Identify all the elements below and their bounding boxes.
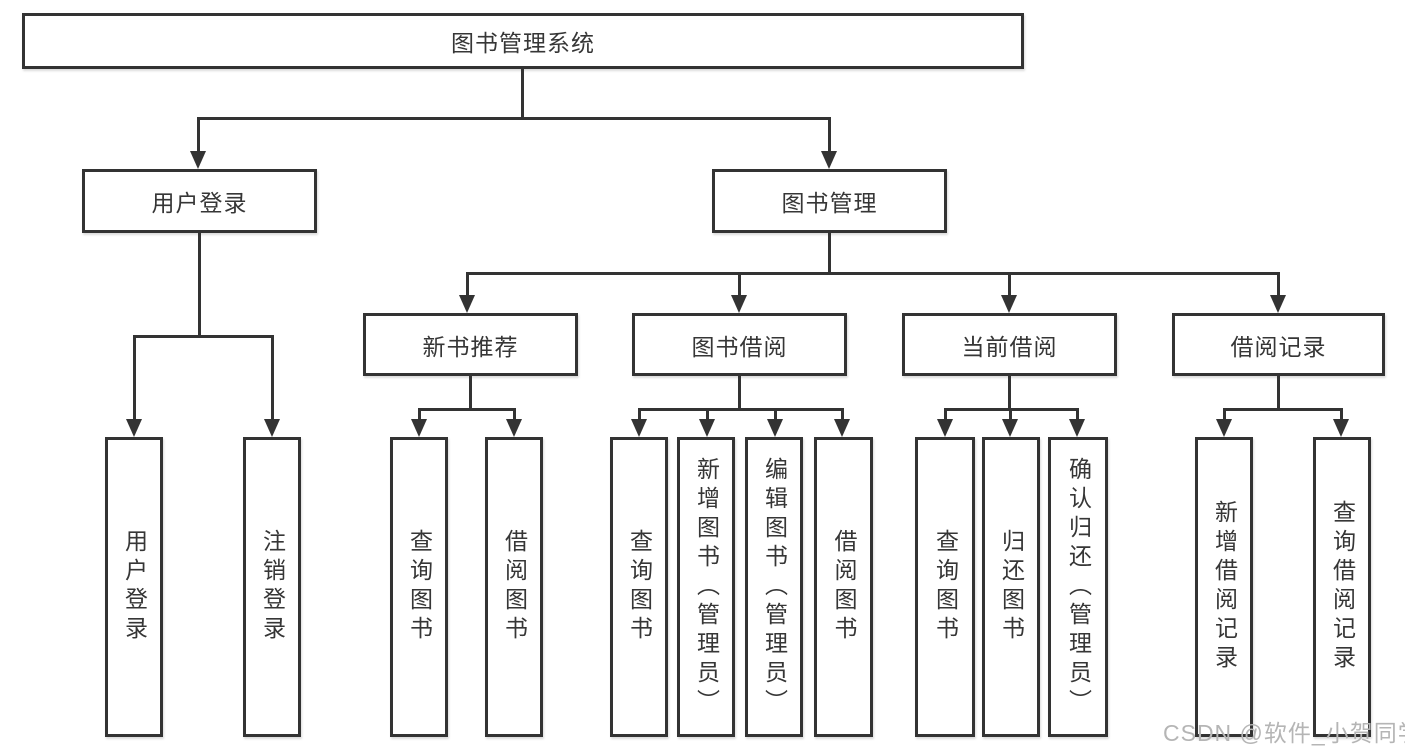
node-user-login: 用户登录 [82, 169, 317, 233]
leaf-label: 借阅图书 [501, 529, 528, 645]
leaf-add-borrow-record: 新增借阅记录 [1195, 437, 1253, 737]
connector-bus [638, 408, 844, 411]
leaf-label: 借阅图书 [831, 529, 857, 645]
connector-user-login-drop [197, 117, 200, 151]
connector-stem [469, 376, 472, 410]
arrowhead-icon [937, 419, 953, 437]
arrowhead-icon [1001, 295, 1017, 313]
leaf-borrow-books: 借阅图书 [814, 437, 873, 737]
arrowhead-icon [631, 419, 647, 437]
connector-level3-drop [466, 272, 469, 295]
leaf-query-books: 查询图书 [915, 437, 975, 737]
leaf-return-books: 归还图书 [982, 437, 1040, 737]
connector-level3-bus [466, 272, 1280, 275]
node-book-management: 图书管理 [712, 169, 947, 233]
connector-stem [1008, 376, 1011, 410]
connector-level3-drop [738, 272, 741, 295]
leaf-label: 查询图书 [626, 529, 653, 645]
arrowhead-icon [1270, 295, 1286, 313]
csdn-watermark: CSDN @软件_小贺同学 [1163, 720, 1405, 746]
arrowhead-icon [1002, 419, 1018, 437]
connector-leaf-drop [1009, 408, 1012, 419]
connector-leaf-drop [774, 408, 777, 419]
connector-leaf-drop [418, 408, 421, 419]
leaf-label: 查询图书 [406, 529, 433, 645]
connector-leaf-drop [1223, 408, 1226, 419]
connector-book-mgmt-stem [828, 233, 831, 275]
arrowhead-icon [459, 295, 475, 313]
arrowhead-icon [1069, 419, 1085, 437]
leaf-user-login: 用户登录 [105, 437, 163, 737]
node-borrowing-records: 借阅记录 [1172, 313, 1385, 376]
arrowhead-icon [411, 419, 427, 437]
node-label: 图书管理系统 [451, 30, 595, 56]
arrowhead-icon [834, 419, 850, 437]
connector-leaf-drop [1076, 408, 1079, 419]
node-label: 当前借阅 [961, 333, 1058, 360]
node-new-book-recommend: 新书推荐 [363, 313, 578, 376]
leaf-label: 注销登录 [259, 529, 286, 645]
leaf-label: 归还图书 [998, 529, 1025, 645]
connector-level2-bus [197, 117, 831, 120]
node-label: 借阅记录 [1230, 333, 1327, 360]
arrowhead-icon [699, 419, 715, 437]
leaf-edit-books-admin: 编辑图书（管理员） [745, 437, 803, 737]
connector-stem [1277, 376, 1280, 410]
connector-leaf-drop [944, 408, 947, 419]
arrowhead-icon [506, 419, 522, 437]
arrowhead-icon [767, 419, 783, 437]
connector-leaf-drop [706, 408, 709, 419]
arrowhead-icon [264, 419, 280, 437]
connector-user-login-bus [133, 335, 274, 338]
arrowhead-icon [190, 151, 206, 169]
leaf-label: 用户登录 [121, 529, 148, 645]
arrowhead-icon [821, 151, 837, 169]
arrowhead-icon [731, 295, 747, 313]
leaf-label: 编辑图书（管理员） [761, 456, 788, 718]
node-label: 用户登录 [151, 190, 248, 216]
connector-leaf-drop [1340, 408, 1343, 419]
connector-leaf-drop [133, 335, 136, 419]
connector-leaf-drop [513, 408, 516, 419]
leaf-query-books: 查询图书 [390, 437, 448, 737]
leaf-label: 查询图书 [932, 529, 959, 645]
connector-leaf-drop [841, 408, 844, 419]
arrowhead-icon [126, 419, 142, 437]
node-library-management-system: 图书管理系统 [22, 13, 1024, 69]
connector-stem [738, 376, 741, 410]
leaf-label: 新增图书（管理员） [693, 456, 720, 718]
leaf-query-books: 查询图书 [610, 437, 668, 737]
leaf-logout: 注销登录 [243, 437, 301, 737]
connector-book-mgmt-drop [828, 117, 831, 151]
arrowhead-icon [1333, 419, 1349, 437]
leaf-borrow-books: 借阅图书 [485, 437, 543, 737]
leaf-label: 查询借阅记录 [1329, 500, 1356, 674]
node-book-borrowing: 图书借阅 [632, 313, 847, 376]
leaf-confirm-return-admin: 确认归还（管理员） [1048, 437, 1108, 737]
leaf-label: 确认归还（管理员） [1065, 456, 1092, 718]
node-label: 新书推荐 [422, 333, 519, 360]
node-label: 图书借阅 [691, 333, 788, 360]
node-current-borrowing: 当前借阅 [902, 313, 1117, 376]
leaf-add-books-admin: 新增图书（管理员） [677, 437, 735, 737]
leaf-query-borrow-record: 查询借阅记录 [1313, 437, 1371, 737]
connector-bus [418, 408, 516, 411]
connector-level3-drop [1277, 272, 1280, 295]
node-label: 图书管理 [781, 190, 878, 216]
connector-bus [1223, 408, 1343, 411]
connector-user-login-stem [198, 233, 201, 337]
connector-leaf-drop [271, 335, 274, 419]
connector-leaf-drop [638, 408, 641, 419]
arrowhead-icon [1216, 419, 1232, 437]
leaf-label: 新增借阅记录 [1211, 500, 1238, 674]
connector-root-stem [521, 69, 524, 120]
connector-level3-drop [1008, 272, 1011, 295]
